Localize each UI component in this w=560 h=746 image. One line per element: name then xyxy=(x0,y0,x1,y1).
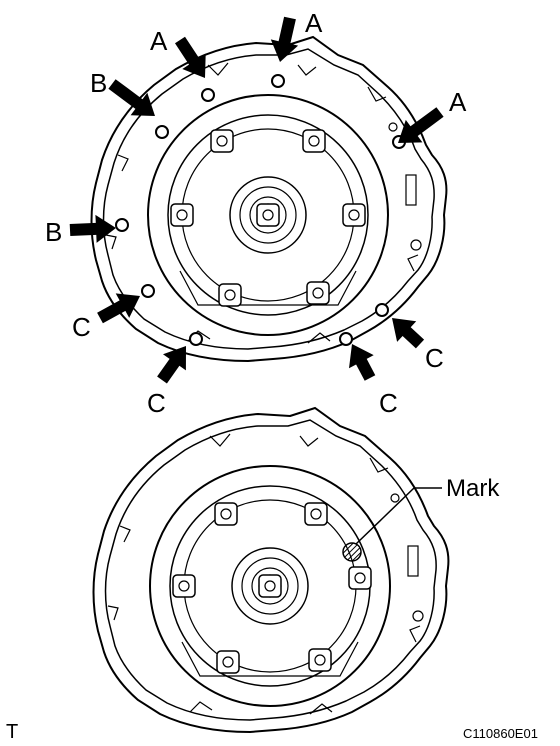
bolt-pointer-arrow-icon xyxy=(97,293,140,324)
bolt-hole-icon xyxy=(115,218,129,232)
bolt-hole-icon xyxy=(189,332,203,346)
top-view xyxy=(90,36,448,362)
bolt-hole-icon xyxy=(201,88,215,102)
bolt-pointer-arrow-icon xyxy=(108,79,155,116)
converter-pad xyxy=(172,574,196,598)
label-b: B xyxy=(90,68,107,98)
arrow-group xyxy=(69,16,444,384)
corner-code: T xyxy=(6,721,18,743)
bolt-hole-icon xyxy=(271,74,285,88)
bolt-pointer-arrow-icon xyxy=(270,16,299,62)
converter-pad xyxy=(216,650,240,674)
converter-pad xyxy=(348,566,372,590)
bolt-hole-icon xyxy=(141,284,155,298)
bolt-pointer-arrow-icon xyxy=(392,318,425,349)
figure-id: C110860E01 xyxy=(463,726,538,741)
converter-pad xyxy=(342,203,366,227)
label-a: A xyxy=(449,87,467,117)
mark-leader-line xyxy=(355,487,415,545)
label-c: C xyxy=(72,312,91,342)
converter-pad xyxy=(306,281,330,305)
paint-mark-icon xyxy=(342,542,362,562)
label-a: A xyxy=(305,8,323,38)
label-c: C xyxy=(147,388,166,418)
bottom-view xyxy=(92,407,450,733)
converter-pad xyxy=(308,648,332,672)
converter-pad xyxy=(302,129,326,153)
bolt-pointer-arrow-icon xyxy=(69,214,116,243)
converter-pad xyxy=(304,502,328,526)
label-a: A xyxy=(150,26,168,56)
bolt-pointer-arrow-icon xyxy=(157,346,186,384)
label-c: C xyxy=(379,388,398,418)
bolt-hole-icon xyxy=(375,303,389,317)
converter-pad xyxy=(214,502,238,526)
bolt-pointer-arrow-icon xyxy=(398,107,444,143)
bolt-pointer-arrow-icon xyxy=(175,36,206,78)
converter-pad xyxy=(210,129,234,153)
bolt-hole-icon xyxy=(339,332,353,346)
converter-pad xyxy=(170,203,194,227)
label-c: C xyxy=(425,343,444,373)
label-b: B xyxy=(45,217,62,247)
bolt-hole-icon xyxy=(155,125,169,139)
bolt-pointer-arrow-icon xyxy=(349,344,376,381)
mark-label: Mark xyxy=(446,475,500,502)
converter-pad xyxy=(218,283,242,307)
